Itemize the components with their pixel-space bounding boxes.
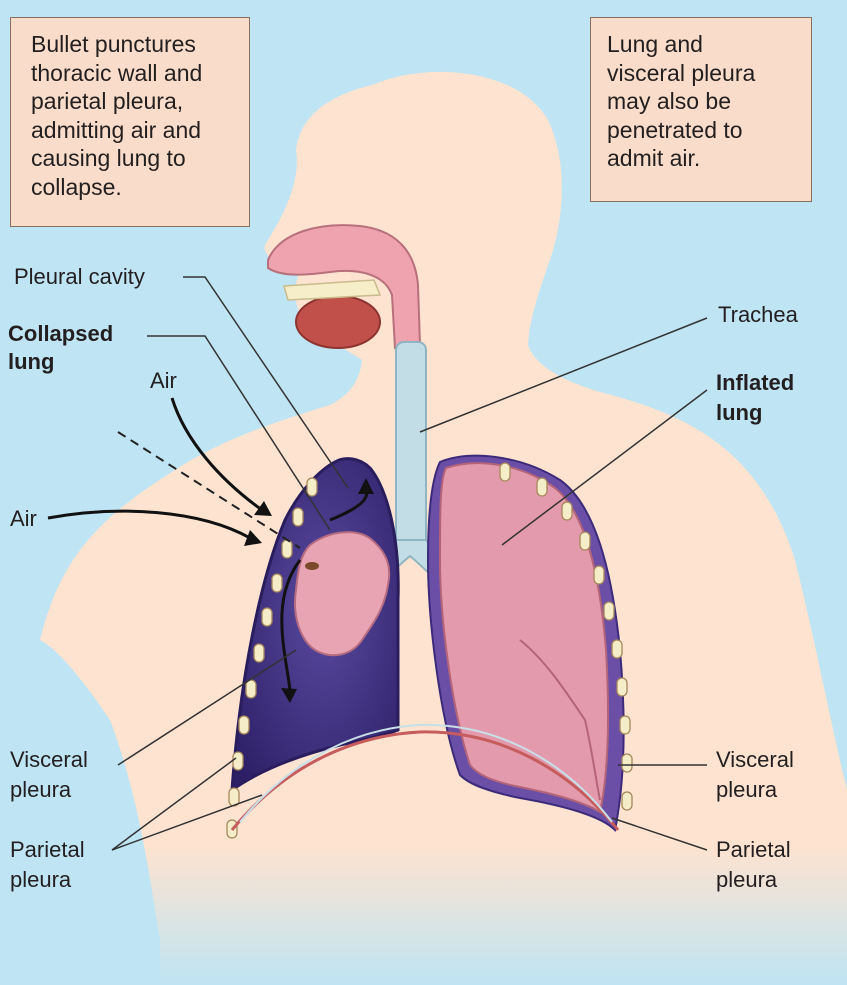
- collapsed-lung: [294, 531, 391, 657]
- callout-line: collapse.: [31, 173, 122, 200]
- lung-penetration-callout: Lung and visceral pleura may also be pen…: [590, 17, 812, 202]
- callout-line: may also be: [607, 88, 732, 114]
- inflated-lung: [438, 462, 609, 814]
- visceral-pleura-left-label: Visceral pleura: [10, 745, 88, 805]
- tongue: [295, 295, 381, 349]
- visceral-pleura-right-line: Visceral: [716, 747, 794, 772]
- callout-line: admitting air and: [31, 116, 202, 143]
- inflated-lung-label-line: lung: [716, 400, 763, 425]
- bullet-path: [117, 431, 301, 549]
- collapsed-lung-label: Collapsed lung: [8, 320, 113, 376]
- visceral-pleura-right-line: pleura: [716, 777, 778, 802]
- callout-line: thoracic wall and: [31, 59, 203, 86]
- parietal-pleura-left-line: Parietal: [10, 837, 85, 862]
- teeth: [283, 279, 382, 301]
- callout-line: causing lung to: [31, 145, 186, 171]
- parietal-pleura-right-line: Parietal: [716, 837, 791, 862]
- mouth-cavity: [267, 224, 422, 350]
- callout-line: Bullet punctures: [31, 31, 196, 57]
- lung-fissure: [519, 639, 601, 801]
- leader-lines: [111, 276, 708, 851]
- callout-line: admit air.: [607, 145, 701, 171]
- trachea-label: Trachea: [718, 302, 798, 327]
- parietal-pleura-right-line: pleura: [716, 867, 778, 892]
- bullet-hole: [305, 562, 319, 570]
- callout-line: parietal pleura,: [31, 88, 184, 114]
- right-ribs: [499, 462, 633, 811]
- visceral-pleura-right-label: Visceral pleura: [716, 745, 794, 805]
- visceral-pleura-left-line: pleura: [10, 777, 72, 802]
- parietal-pleura-left-line: pleura: [10, 867, 72, 892]
- callout-line: Lung and: [607, 31, 703, 57]
- parietal-pleura-left-label: Parietal pleura: [10, 835, 85, 895]
- diaphragm-pleura: [239, 723, 613, 823]
- trachea-tube: [395, 341, 427, 555]
- left-ribs: [226, 477, 318, 839]
- collapsed-lung-label-line: lung: [8, 349, 55, 374]
- pleural-cavity-label: Pleural cavity: [14, 264, 145, 289]
- air-label-upper: Air: [150, 368, 177, 393]
- bullet-callout: Bullet punctures thoracic wall and parie…: [10, 17, 250, 227]
- diaphragm: [230, 730, 620, 831]
- inflated-lung-label: Inflated lung: [716, 368, 794, 428]
- air-arrowheads: [244, 478, 374, 703]
- inflated-lung-label-line: Inflated: [716, 370, 795, 395]
- callout-line: penetrated to: [607, 116, 743, 143]
- parietal-pleura-right-label: Parietal pleura: [716, 835, 791, 895]
- air-label-left: Air: [10, 506, 37, 531]
- visceral-pleura-left-line: Visceral: [10, 747, 88, 772]
- collapsed-lung-label-line: Collapsed: [8, 321, 114, 346]
- callout-line: visceral pleura: [607, 59, 756, 86]
